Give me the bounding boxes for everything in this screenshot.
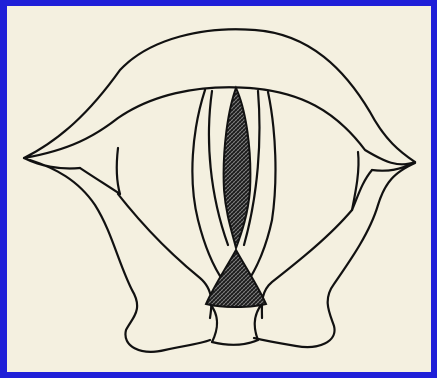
left-fold-edge <box>24 158 80 169</box>
right-aryepiglottic-fold <box>262 210 352 318</box>
left-fold-inner <box>117 148 120 194</box>
left-vestibular-fold <box>30 160 210 352</box>
right-vestibular-fold <box>254 163 415 347</box>
left-fold-crease <box>80 168 120 194</box>
glottis-intermembranous <box>224 88 251 248</box>
glottis-intercartilaginous <box>206 250 266 307</box>
epiglottis <box>24 29 415 164</box>
left-vocal-fold <box>192 90 224 282</box>
posterior-commissure <box>212 340 258 345</box>
